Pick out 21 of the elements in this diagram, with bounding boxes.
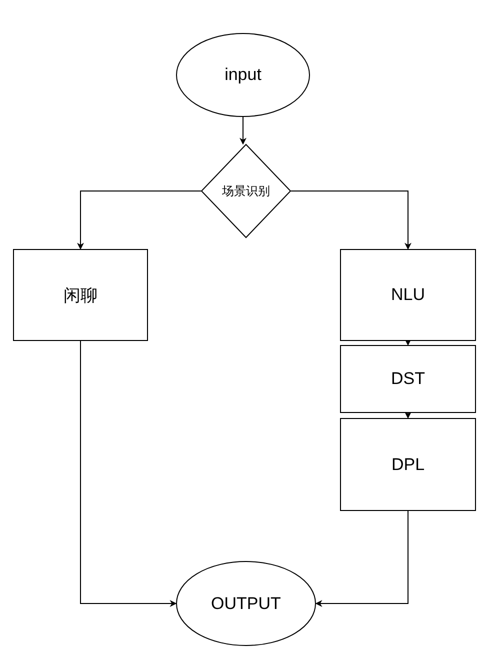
arrow bbox=[404, 338, 412, 346]
arrow bbox=[315, 510, 408, 607]
process-box bbox=[340, 418, 476, 511]
node-label: input bbox=[224, 65, 262, 85]
process-box bbox=[340, 345, 476, 413]
node-label: DST bbox=[391, 369, 425, 389]
ellipse-node bbox=[176, 561, 316, 646]
arrow bbox=[240, 116, 246, 145]
node-label: OUTPUT bbox=[211, 594, 281, 614]
node-label: 场景识别 bbox=[222, 182, 270, 200]
arrow bbox=[80, 340, 177, 607]
arrow bbox=[290, 190, 412, 250]
node-label: DPL bbox=[391, 454, 425, 474]
arrow bbox=[77, 190, 202, 250]
decision-diamond bbox=[201, 144, 291, 238]
node-label: 闲聊 bbox=[64, 284, 98, 306]
ellipse-node bbox=[176, 33, 310, 117]
arrow bbox=[404, 412, 412, 419]
process-box bbox=[340, 249, 476, 341]
node-label: NLU bbox=[390, 285, 425, 305]
process-box bbox=[13, 249, 148, 341]
